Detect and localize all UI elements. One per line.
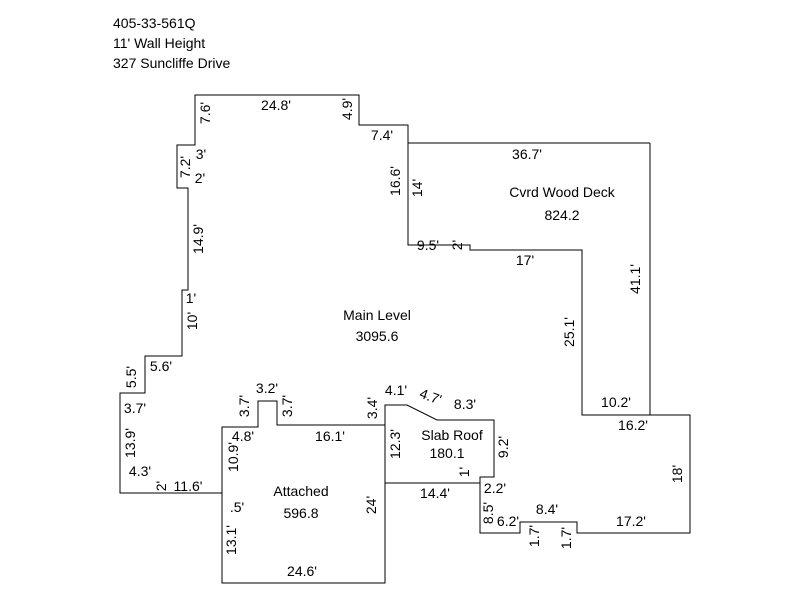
dim-slab-83: 8.3' bbox=[454, 396, 476, 412]
dim-left-mid-side: 14.9' bbox=[190, 224, 206, 254]
dim-slab-34: 3.4' bbox=[364, 397, 380, 419]
dim-att-5: .5' bbox=[230, 499, 244, 515]
dim-left-small-step: 1' bbox=[186, 290, 196, 306]
dim-deck-2: 2' bbox=[449, 240, 465, 250]
dim-bottom-116: 11.6' bbox=[174, 478, 203, 494]
dim-att-161: 16.1' bbox=[315, 428, 345, 444]
slab-roof-label: Slab Roof bbox=[421, 427, 483, 443]
dim-slab-123: 12.3' bbox=[387, 429, 403, 459]
dim-att-48: 4.8' bbox=[232, 428, 254, 444]
main-level-area: 3095.6 bbox=[356, 328, 399, 344]
dim-main-step-right: 7.4' bbox=[371, 127, 393, 143]
attached-outline bbox=[221, 400, 386, 493]
dim-slab-1: 1' bbox=[456, 467, 472, 477]
dim-att-24: 24' bbox=[363, 496, 379, 514]
dim-deck-17: 17' bbox=[516, 252, 534, 268]
deck-area: 824.2 bbox=[544, 207, 579, 223]
dim-step-22: 2.2' bbox=[484, 480, 506, 496]
attached-area: 596.8 bbox=[283, 505, 318, 521]
dim-deck-left-14: 14' bbox=[409, 179, 425, 197]
dim-att-bump-right: 3.7' bbox=[279, 395, 295, 417]
dim-left-notch-bottom: 2' bbox=[195, 170, 205, 186]
dim-deck-top: 36.7' bbox=[512, 146, 542, 162]
dim-notch-17b: 1.7' bbox=[558, 527, 574, 549]
slab-roof-area: 180.1 bbox=[429, 445, 464, 461]
dim-left-notch-top: 3' bbox=[196, 146, 206, 162]
dim-att-bottom: 24.6' bbox=[287, 563, 317, 579]
dim-main-top: 24.8' bbox=[261, 97, 291, 113]
dim-att-131: 13.1' bbox=[223, 525, 239, 555]
dim-bottom-172: 17.2' bbox=[616, 513, 646, 529]
attached-label: Attached bbox=[273, 483, 328, 499]
dim-step-62: 6.2' bbox=[497, 513, 519, 529]
dim-main-step-down: 4.9' bbox=[339, 98, 355, 120]
address: 327 Suncliffe Drive bbox=[113, 55, 231, 71]
dim-deck-inner-251: 25.1' bbox=[561, 317, 577, 347]
dim-notch-17a: 1.7' bbox=[526, 525, 542, 547]
parcel-id: 405-33-561Q bbox=[113, 15, 196, 31]
dim-notch-84: 8.4' bbox=[536, 501, 558, 517]
dim-slab-47: 4.7' bbox=[418, 385, 444, 408]
main-level-outline bbox=[119, 94, 691, 584]
deck-label: Cvrd Wood Deck bbox=[509, 184, 616, 200]
dim-att-bump-left: 3.7' bbox=[236, 395, 252, 417]
dim-left-notch-mid: 7.2' bbox=[177, 156, 193, 178]
main-level-label: Main Level bbox=[343, 307, 411, 323]
dim-deck-right: 41.1' bbox=[627, 264, 643, 294]
dim-left-2: 2' bbox=[153, 481, 169, 491]
dim-left-139: 13.9' bbox=[122, 428, 138, 458]
dim-right-18: 18' bbox=[669, 465, 685, 483]
dim-slab-41: 4.1' bbox=[385, 382, 407, 398]
dim-left-55: 5.5' bbox=[123, 366, 139, 388]
slab-roof-outline bbox=[384, 404, 495, 483]
dim-step-85: 8.5' bbox=[480, 502, 496, 524]
dim-slab-bottom: 14.4' bbox=[420, 485, 450, 501]
wall-height: 11' Wall Height bbox=[113, 35, 206, 51]
dim-right-162: 16.2' bbox=[618, 417, 648, 433]
dim-left-side-10: 10' bbox=[184, 312, 200, 330]
dim-slab-92: 9.2' bbox=[495, 436, 511, 458]
dim-left-43: 4.3' bbox=[129, 463, 151, 479]
dim-deck-95: 9.5' bbox=[417, 237, 439, 253]
dim-deck-bottom: 10.2' bbox=[601, 394, 631, 410]
dim-main-left-top: 7.6' bbox=[197, 102, 213, 124]
dim-att-bump-top: 3.2' bbox=[256, 380, 278, 396]
dim-deck-left-166: 16.6' bbox=[387, 166, 403, 196]
dim-att-109: 10.9' bbox=[225, 442, 241, 472]
header-info: 405-33-561Q 11' Wall Height 327 Suncliff… bbox=[113, 13, 230, 73]
dim-left-37: 3.7' bbox=[124, 400, 146, 416]
dim-left-56: 5.6' bbox=[150, 358, 172, 374]
